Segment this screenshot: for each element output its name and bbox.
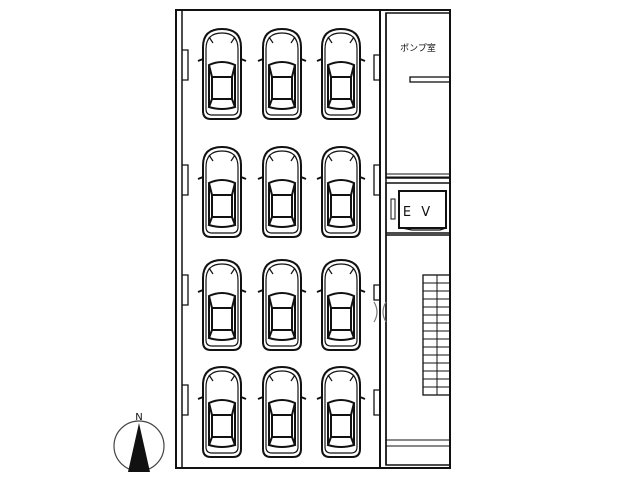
parking-space-car (197, 146, 247, 238)
parking-space-car (316, 146, 366, 238)
door[interactable] (373, 301, 387, 323)
pump-room-label: ポンプ室 (400, 42, 436, 54)
parking-space-car (197, 28, 247, 120)
north-arrow-compass: N (113, 412, 165, 472)
parking-space-car (257, 366, 307, 458)
north-label: N (135, 412, 142, 423)
building-walls (175, 9, 451, 469)
parking-space-car (257, 146, 307, 238)
stairs (385, 234, 451, 466)
parking-space-car (316, 259, 366, 351)
parking-space-car (257, 259, 307, 351)
parking-space-car (316, 28, 366, 120)
elevator-label: E V (403, 205, 433, 220)
pump-room (385, 12, 451, 179)
parking-space-car (197, 366, 247, 458)
elevator[interactable] (385, 182, 451, 234)
parking-space-car (197, 259, 247, 351)
parking-space-car (316, 366, 366, 458)
parking-space-car (257, 28, 307, 120)
parking-spaces (197, 28, 366, 458)
north-arrow-icon (128, 423, 150, 472)
